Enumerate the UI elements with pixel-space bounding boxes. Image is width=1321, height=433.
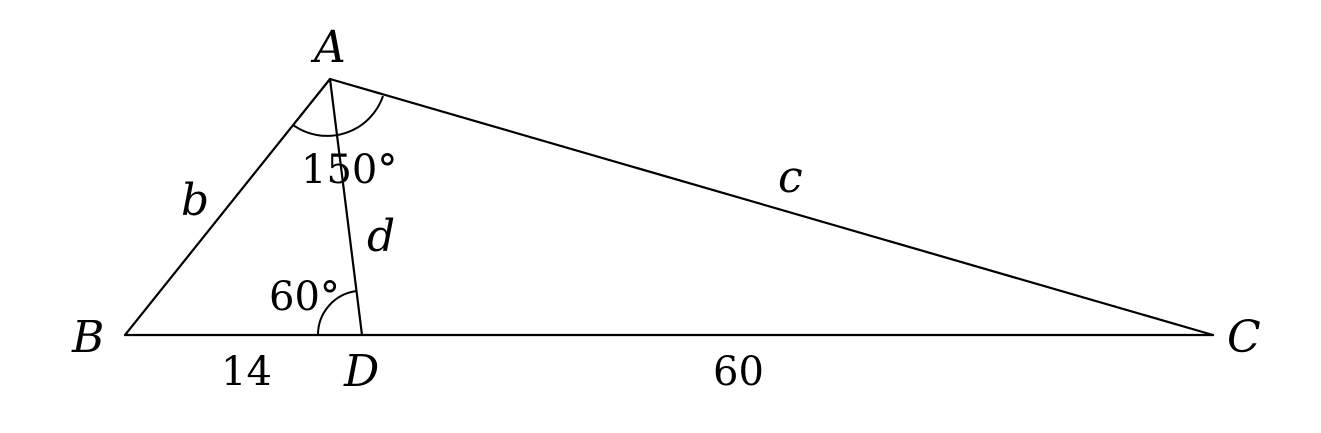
- segment-ad: [328, 77, 364, 337]
- segment-dc-label: 60: [713, 349, 764, 395]
- side-ab-label: b: [181, 175, 209, 226]
- vertex-d-label: D: [343, 346, 379, 397]
- side-ac: [328, 77, 1215, 337]
- vertex-c-label: C: [1227, 312, 1261, 363]
- side-ac-label: c: [778, 152, 803, 203]
- angle-adb-arc: [316, 290, 358, 336]
- vertex-b-label: B: [71, 312, 104, 363]
- angle-bac-label: 150°: [301, 147, 397, 193]
- angle-bac-arc: [292, 95, 384, 137]
- segment-bd-label: 14: [221, 349, 272, 395]
- segment-ad-label: d: [367, 211, 395, 262]
- vertex-a-label: A: [310, 22, 346, 73]
- side-ab: [123, 77, 332, 337]
- angle-adb-label: 60°: [269, 274, 340, 320]
